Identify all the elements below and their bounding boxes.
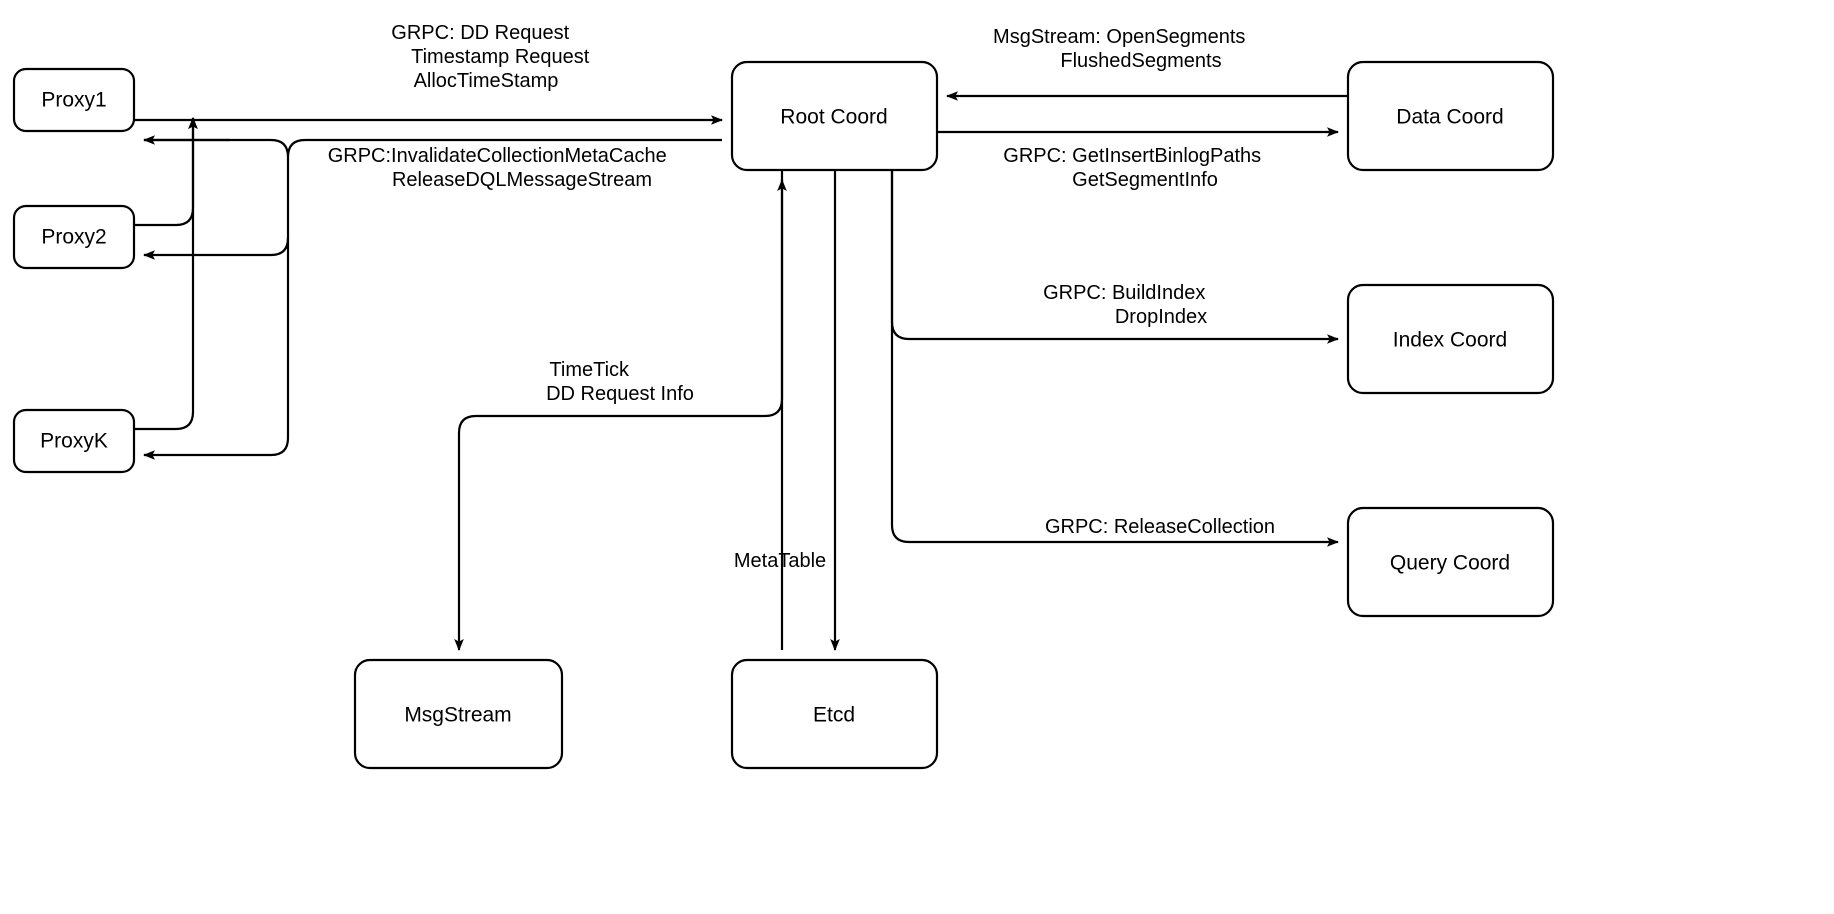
node-root-coord-rect[interactable] bbox=[730, 60, 939, 172]
edge-label-rootcoord-to-datacoord: GRPC: GetInsertBinlogPaths GetSegmentInf… bbox=[1003, 145, 1266, 191]
edge-bus-to-proxy2-line bbox=[143, 237, 290, 260]
node-msgstream-rect[interactable] bbox=[353, 658, 564, 770]
edge-label-rootcoord-to-proxies: GRPC:InvalidateCollectionMetaCache Relea… bbox=[328, 145, 673, 191]
node-proxy2-label: Proxy2 bbox=[41, 226, 106, 249]
edge-label-proxy-to-rootcoord: GRPC: DD Request Timestamp Request Alloc… bbox=[391, 22, 595, 92]
node-query-coord-rect[interactable] bbox=[1346, 506, 1555, 618]
edge-label-rootcoord-to-msgstream: TimeTick DD Request Info bbox=[546, 359, 694, 405]
node-layer: Proxy1 Proxy2 ProxyK Root Coord Data Coo… bbox=[12, 60, 1555, 770]
node-proxy1-label: Proxy1 bbox=[41, 89, 106, 112]
edge-bus-to-proxy1-line bbox=[144, 138, 290, 158]
node-index-coord-label: Index Coord bbox=[1393, 329, 1507, 352]
node-index-coord-rect[interactable] bbox=[1346, 283, 1555, 395]
node-proxy2-rect[interactable] bbox=[12, 204, 136, 270]
node-index-coord[interactable]: Index Coord bbox=[1346, 283, 1555, 395]
node-proxyk-label: ProxyK bbox=[40, 430, 108, 453]
edge-label-rootcoord-to-indexcoord: GRPC: BuildIndex DropIndex bbox=[1043, 282, 1211, 328]
edge-rootcoord-to-proxy-bus bbox=[143, 138, 722, 460]
node-proxy2[interactable]: Proxy2 bbox=[12, 204, 136, 270]
node-etcd[interactable]: Etcd bbox=[730, 658, 939, 770]
edge-rootcoord-to-msgstream-line bbox=[454, 170, 784, 651]
edge-label-layer: GRPC: DD Request Timestamp Request Alloc… bbox=[328, 22, 1275, 572]
node-etcd-rect[interactable] bbox=[730, 658, 939, 770]
node-root-coord[interactable]: Root Coord bbox=[730, 60, 939, 172]
edge-rootcoord-to-querycoord-line bbox=[890, 170, 1339, 547]
node-etcd-label: Etcd bbox=[813, 704, 855, 727]
edge-proxy2-to-bus-line bbox=[134, 117, 198, 227]
edge-layer bbox=[134, 91, 1348, 651]
node-data-coord[interactable]: Data Coord bbox=[1346, 60, 1555, 172]
node-proxy1[interactable]: Proxy1 bbox=[12, 67, 136, 133]
node-proxy1-rect[interactable] bbox=[12, 67, 136, 133]
edge-label-rootcoord-to-querycoord: GRPC: ReleaseCollection bbox=[1045, 516, 1275, 538]
edge-label-rootcoord-to-etcd: MetaTable bbox=[734, 550, 826, 572]
node-msgstream[interactable]: MsgStream bbox=[353, 658, 564, 770]
node-query-coord-label: Query Coord bbox=[1390, 552, 1510, 575]
node-proxyk-rect[interactable] bbox=[12, 408, 136, 474]
node-proxyk[interactable]: ProxyK bbox=[12, 408, 136, 474]
edge-label-datacoord-to-rootcoord: MsgStream: OpenSegments FlushedSegments bbox=[993, 26, 1251, 72]
node-root-coord-label: Root Coord bbox=[780, 106, 887, 129]
node-data-coord-rect[interactable] bbox=[1346, 60, 1555, 172]
edge-proxyk-to-bus-line bbox=[134, 117, 198, 431]
node-data-coord-label: Data Coord bbox=[1396, 106, 1503, 129]
node-query-coord[interactable]: Query Coord bbox=[1346, 506, 1555, 618]
node-msgstream-label: MsgStream bbox=[404, 704, 511, 727]
